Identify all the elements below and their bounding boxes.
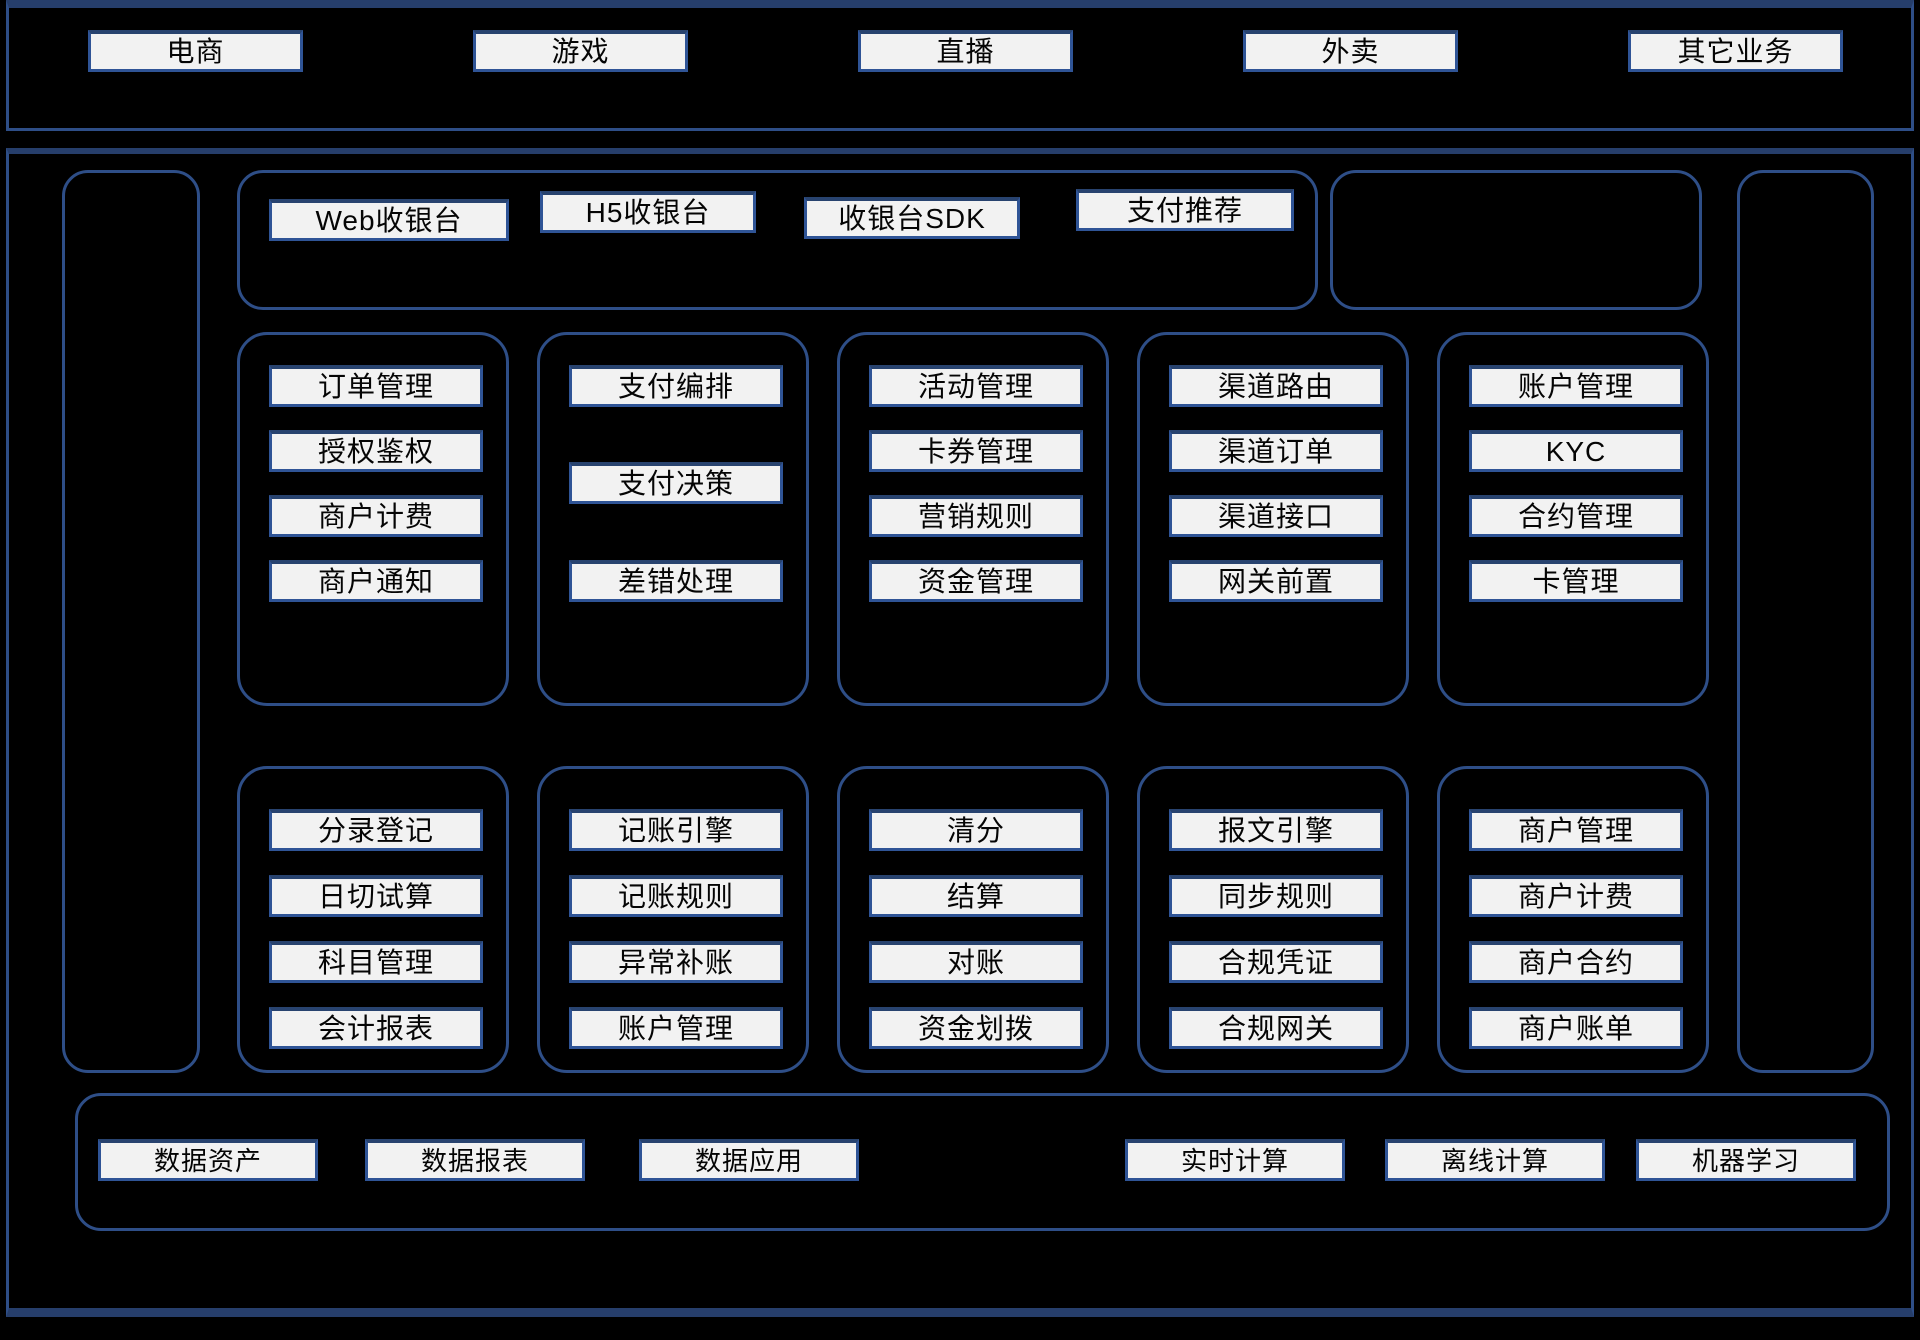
module-node: 记账引擎 [569,809,783,851]
business-node: 外卖 [1243,30,1458,72]
cashier-node: 收银台SDK [804,197,1020,239]
module-node: 订单管理 [269,365,483,407]
data-node: 数据报表 [365,1139,585,1181]
module-node: 清分 [869,809,1083,851]
module-node: 记账规则 [569,875,783,917]
cashier-container: Web收银台 H5收银台 收银台SDK 支付推荐 [237,170,1318,310]
business-node: 游戏 [473,30,688,72]
module-column-payment: 支付编排 支付决策 差错处理 [537,332,809,706]
business-node: 直播 [858,30,1073,72]
module-node: 资金划拨 [869,1007,1083,1049]
cashier-node: Web收银台 [269,199,509,241]
module-node: 活动管理 [869,365,1083,407]
module-column-account: 账户管理 KYC 合约管理 卡管理 [1437,332,1709,706]
module-node: 日切试算 [269,875,483,917]
module-node: 渠道接口 [1169,495,1383,537]
module-node: 商户管理 [1469,809,1683,851]
module-node: 商户通知 [269,560,483,602]
module-node: 会计报表 [269,1007,483,1049]
module-node: 合约管理 [1469,495,1683,537]
empty-panel [1330,170,1702,310]
cashier-node: H5收银台 [540,191,756,233]
module-node: 卡券管理 [869,430,1083,472]
module-column-channel: 渠道路由 渠道订单 渠道接口 网关前置 [1137,332,1409,706]
business-node: 其它业务 [1628,30,1843,72]
module-node: 支付决策 [569,462,783,504]
right-sidebar-panel [1737,170,1874,1073]
module-node: 合规凭证 [1169,941,1383,983]
business-node: 电商 [88,30,303,72]
module-node: 同步规则 [1169,875,1383,917]
cashier-node: 支付推荐 [1076,189,1294,231]
module-node: 结算 [869,875,1083,917]
module-node: 商户计费 [269,495,483,537]
module-node: 卡管理 [1469,560,1683,602]
module-node: 差错处理 [569,560,783,602]
data-node: 数据应用 [639,1139,859,1181]
module-node: 分录登记 [269,809,483,851]
module-column-clearing: 清分 结算 对账 资金划拨 [837,766,1109,1073]
module-column-marketing: 活动管理 卡券管理 营销规则 资金管理 [837,332,1109,706]
module-column-accounting: 记账引擎 记账规则 异常补账 账户管理 [537,766,809,1073]
module-node: 支付编排 [569,365,783,407]
module-node: KYC [1469,430,1683,472]
module-node: 网关前置 [1169,560,1383,602]
data-node: 数据资产 [98,1139,318,1181]
module-node: 商户合约 [1469,941,1683,983]
module-node: 对账 [869,941,1083,983]
module-column-order: 订单管理 授权鉴权 商户计费 商户通知 [237,332,509,706]
business-layer-container: 电商 游戏 直播 外卖 其它业务 [6,0,1914,131]
data-node: 实时计算 [1125,1139,1345,1181]
module-node: 账户管理 [569,1007,783,1049]
data-platform-container: 数据资产 数据报表 数据应用 实时计算 离线计算 机器学习 [75,1093,1890,1231]
module-node: 渠道订单 [1169,430,1383,472]
module-node: 渠道路由 [1169,365,1383,407]
module-node: 合规网关 [1169,1007,1383,1049]
module-node: 异常补账 [569,941,783,983]
module-node: 账户管理 [1469,365,1683,407]
module-column-ledger: 分录登记 日切试算 科目管理 会计报表 [237,766,509,1073]
module-node: 科目管理 [269,941,483,983]
module-node: 报文引擎 [1169,809,1383,851]
left-sidebar-panel [62,170,200,1073]
data-node: 离线计算 [1385,1139,1605,1181]
data-node: 机器学习 [1636,1139,1856,1181]
module-node: 营销规则 [869,495,1083,537]
module-column-merchant: 商户管理 商户计费 商户合约 商户账单 [1437,766,1709,1073]
module-node: 商户账单 [1469,1007,1683,1049]
module-column-message: 报文引擎 同步规则 合规凭证 合规网关 [1137,766,1409,1073]
module-node: 授权鉴权 [269,430,483,472]
module-node: 资金管理 [869,560,1083,602]
module-node: 商户计费 [1469,875,1683,917]
